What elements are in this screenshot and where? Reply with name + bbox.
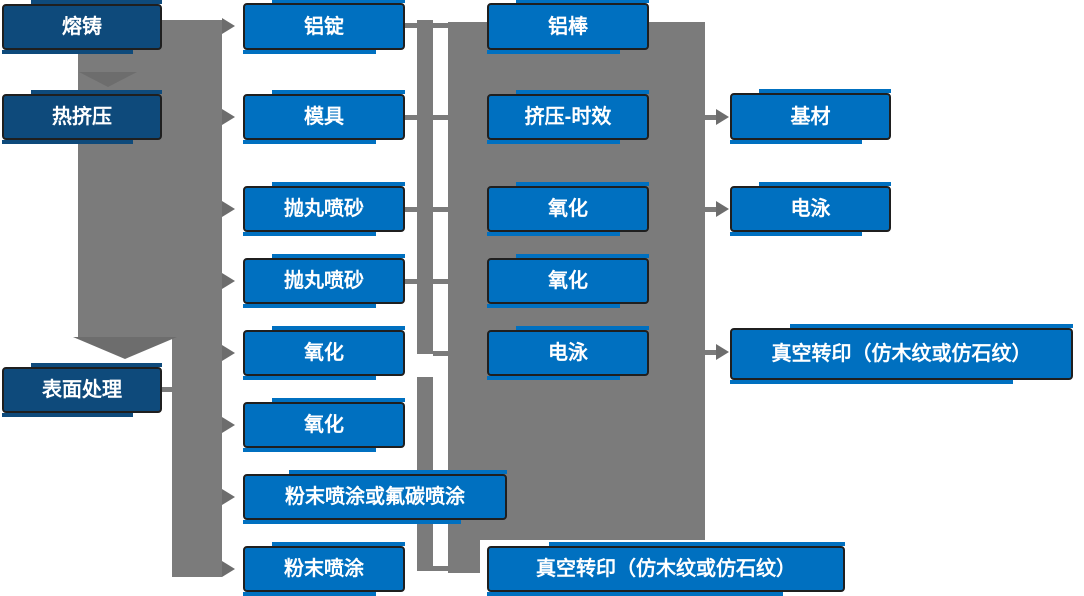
stub-panel-to-base	[705, 115, 719, 120]
node-shot-blasting-2: 抛丸喷砂	[243, 254, 406, 308]
arrow-right-to-oxidation2-icon	[222, 417, 235, 433]
arrow-down-to-hot-extrusion-icon	[79, 72, 137, 87]
center-panel-foot	[448, 540, 480, 573]
stub-midbar-to-panel-2	[433, 115, 448, 120]
arrow-right-to-shot2-icon	[222, 273, 235, 289]
arrow-right-to-shot1-icon	[222, 201, 235, 217]
node-oxidation-3: 氧化	[487, 182, 650, 236]
stub-midbar-to-panel-4	[433, 279, 448, 284]
node-oxidation-1: 氧化	[243, 326, 406, 380]
node-powder-coating: 粉末喷涂	[243, 542, 406, 596]
stub-mold-to-midbar	[405, 115, 417, 120]
node-base-material: 基材	[730, 89, 891, 144]
node-electrophoresis-1: 电泳	[487, 326, 650, 380]
node-shot-blasting-1: 抛丸喷砂	[243, 182, 406, 236]
node-oxidation-4: 氧化	[487, 254, 650, 308]
node-vacuum-transfer-print-2: 真空转印（仿木纹或仿石纹）	[730, 324, 1073, 384]
arrow-right-to-electrophoresis2-icon	[716, 201, 729, 217]
left-connector-band	[78, 20, 222, 337]
stub-midbar-to-panel-1	[433, 23, 448, 28]
arrow-right-to-vacuum2-icon	[716, 344, 729, 360]
node-surface-treatment: 表面处理	[2, 363, 162, 417]
node-vacuum-transfer-print-1: 真空转印（仿木纹或仿石纹）	[487, 542, 845, 596]
stub-surface-to-band	[157, 387, 173, 392]
arrow-right-to-mold-icon	[222, 109, 235, 125]
mid-connector-bar-upper	[417, 20, 433, 354]
node-melt-casting: 熔铸	[2, 0, 162, 54]
node-aluminum-rod: 铝棒	[487, 0, 650, 54]
node-mold: 模具	[243, 90, 406, 144]
stub-panel-to-vacuum	[705, 350, 719, 355]
node-oxidation-2: 氧化	[243, 398, 406, 452]
node-aluminum-ingot: 铝锭	[243, 0, 406, 54]
arrow-down-to-surface-treatment-icon	[73, 337, 177, 359]
arrow-right-to-powder-icon	[222, 561, 235, 577]
stub-midbar-to-panel-3	[433, 207, 448, 212]
node-hot-extrusion: 热挤压	[2, 90, 162, 144]
node-powder-or-fluorocarbon-coating: 粉末喷涂或氟碳喷涂	[243, 470, 507, 524]
node-extrusion-aging: 挤压-时效	[487, 90, 650, 144]
arrow-right-to-oxidation1-icon	[222, 345, 235, 361]
node-electrophoresis-2: 电泳	[730, 182, 891, 236]
arrow-right-to-base-material-icon	[716, 109, 729, 125]
left-connector-band-lower	[172, 337, 222, 577]
arrow-right-to-ingot-icon	[222, 18, 235, 34]
stub-panel-to-electro	[705, 207, 719, 212]
arrow-right-to-powderfluoro-icon	[222, 489, 235, 505]
stub-shot2-to-midbar	[405, 279, 417, 284]
stub-midbar-to-vacuum-box	[433, 566, 448, 571]
stub-ingot-to-midbar	[405, 23, 417, 28]
stub-shot1-to-midbar	[405, 207, 417, 212]
stub-midbar-to-panel-5	[433, 351, 448, 356]
